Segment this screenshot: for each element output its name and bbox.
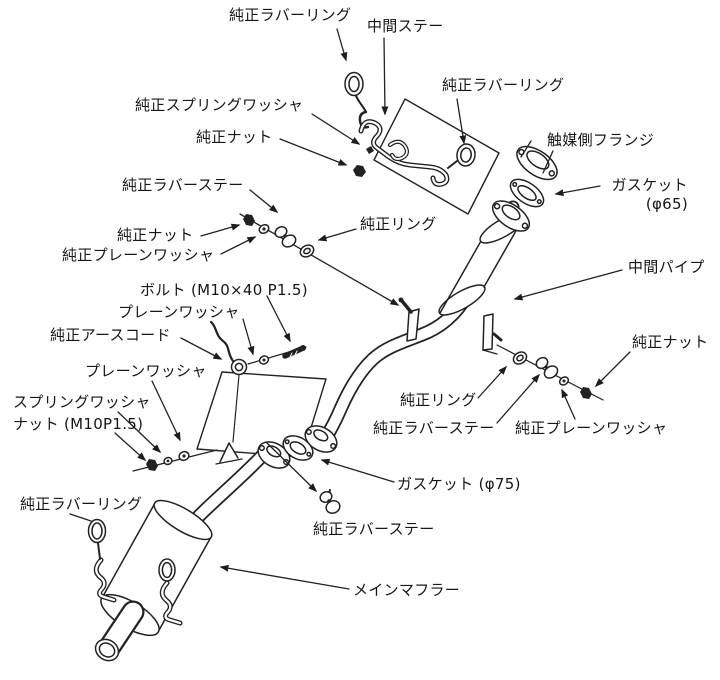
label-nut-m10p15: ナット (M10P1.5) (13, 415, 144, 433)
label-genuine-ring-left: 純正リング (360, 215, 437, 233)
label-genuine-rubber-stay-bottom: 純正ラバーステー (313, 520, 435, 538)
label-genuine-nut-upper: 純正ナット (196, 128, 273, 146)
label-genuine-rubber-stay-left: 純正ラバーステー (122, 176, 244, 194)
label-genuine-nut-right: 純正ナット (632, 333, 709, 351)
nut-part (353, 165, 366, 177)
catalyst-flange-drawing (491, 140, 558, 232)
flange-joint-drawing (257, 425, 338, 469)
leader-arrows (69, 28, 631, 590)
label-spring-washer: スプリングワッシャ (13, 393, 151, 411)
label-genuine-earth-cord: 純正アースコード (50, 326, 171, 344)
spring-washer-part (366, 146, 374, 154)
label-genuine-rubber-ring-top: 純正ラバーリング (229, 6, 352, 24)
label-genuine-rubber-ring-lower: 純正ラバーリング (20, 495, 143, 513)
label-intermediate-pipe: 中間パイプ (628, 258, 705, 276)
label-genuine-plain-washer-left: 純正プレーンワッシャ (62, 246, 215, 264)
label-plain-washer-upper: プレーンワッシャ (118, 303, 240, 321)
label-main-muffler: メインマフラー (353, 581, 461, 599)
label-bolt-m10x40: ボルト (M10×40 P1.5) (140, 281, 308, 299)
label-gasket-phi75: ガスケット (φ75) (397, 475, 521, 493)
front-stay-cluster (239, 213, 420, 342)
label-gasket-phi65: ガスケット (φ65) (611, 176, 688, 214)
main-muffler-drawing (87, 442, 243, 662)
rear-stay-cluster (482, 313, 604, 401)
earth-cord-drawing (209, 320, 307, 443)
label-genuine-plain-washer-right: 純正プレーンワッシャ (515, 419, 668, 437)
label-genuine-rubber-stay-right: 純正ラバーステー (373, 419, 495, 437)
label-genuine-ring-right: 純正リング (400, 391, 477, 409)
label-middle-stay: 中間ステー (367, 17, 444, 35)
label-genuine-rubber-ring-upper: 純正ラバーリング (442, 76, 565, 94)
muffler-inlet-pipe-drawing (192, 448, 270, 523)
label-genuine-nut-left: 純正ナット (117, 226, 194, 244)
gasket-65-part (509, 178, 545, 208)
muffler-mount-cluster (132, 449, 218, 472)
label-plain-washer-lower: プレーンワッシャ (85, 362, 207, 380)
label-genuine-spring-washer: 純正スプリングワッシャ (135, 96, 304, 114)
middle-stay-drawing (344, 71, 476, 187)
gasket-75-part (282, 435, 314, 461)
rubber-stay-bottom-part (319, 489, 341, 514)
label-catalyst-side-flange: 触媒側フランジ (547, 131, 655, 149)
